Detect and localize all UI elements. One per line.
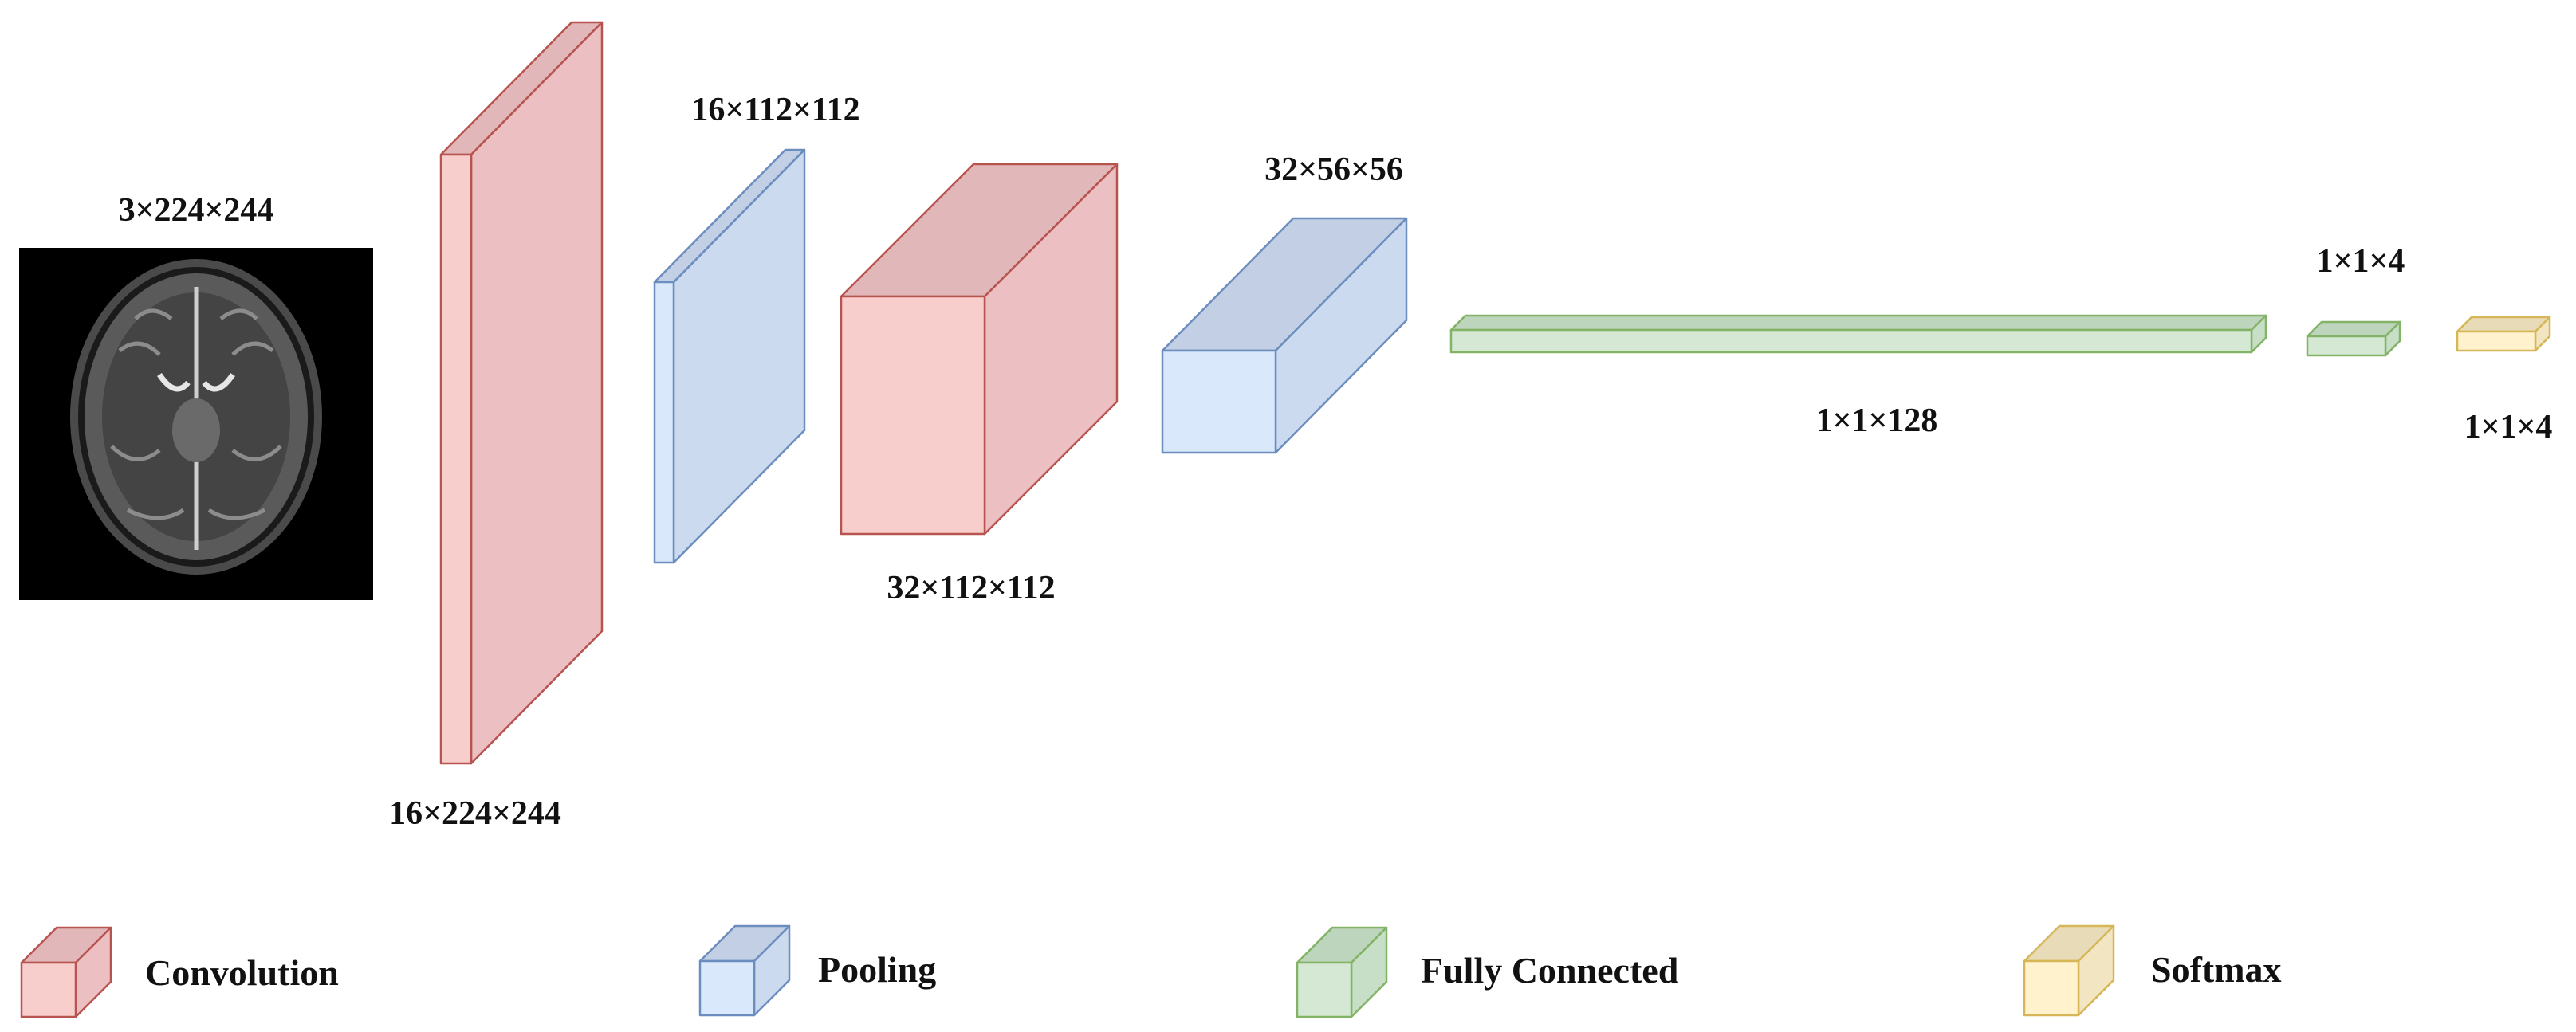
legend-pooling-swatch [698, 924, 791, 1017]
legend-pooling-label: Pooling [818, 949, 936, 990]
fc2-dims-label: 1×1×4 [2317, 243, 2405, 280]
conv2-block [840, 163, 1119, 536]
fc2-top-face [2306, 320, 2401, 338]
pool2-front-face [1161, 349, 1277, 454]
fc1-dims-label: 1×1×128 [1816, 402, 1938, 439]
legend-softmax-label: Softmax [2151, 949, 2282, 990]
input-mri-image [19, 248, 373, 600]
pool2-block [1161, 217, 1408, 454]
pool1-block [653, 148, 806, 564]
thalamus [172, 398, 220, 462]
legend-softmax-front-face [2023, 959, 2080, 1017]
legend-convolution-swatch [20, 926, 112, 1018]
legend-fully-connected-label: Fully Connected [1421, 950, 1679, 991]
conv2-dims-label: 32×112×112 [887, 570, 1055, 606]
softmax-top-face [2456, 316, 2551, 333]
conv1-side-face [470, 21, 604, 765]
pool1-dims-label: 16×112×112 [691, 92, 859, 128]
conv1-block [439, 21, 604, 765]
conv2-front-face [840, 295, 986, 536]
legend: Convolution Pooling Fully Connected Soft… [20, 924, 2282, 1018]
legend-softmax-swatch [2023, 924, 2115, 1017]
fc1-top-face [1449, 314, 2267, 332]
conv1-front-face [439, 153, 473, 765]
fc1-front-face [1449, 328, 2253, 354]
conv1-dims-label: 16×224×244 [389, 795, 561, 832]
legend-fully-connected-front-face [1296, 961, 1353, 1018]
fc1-block [1449, 314, 2267, 354]
legend-pooling-front-face [698, 959, 756, 1017]
pool1-front-face [653, 281, 675, 564]
legend-convolution-front-face [20, 961, 77, 1018]
softmax-block [2456, 316, 2551, 352]
legend-fully-connected-swatch [1296, 926, 1388, 1018]
softmax-front-face [2456, 330, 2537, 352]
gyri [110, 308, 282, 520]
input-dims-label: 3×224×244 [119, 192, 274, 229]
ventricles [157, 372, 235, 392]
fc2-block [2306, 320, 2401, 357]
softmax-dims-label: 1×1×4 [2464, 409, 2553, 445]
legend-convolution-label: Convolution [145, 952, 339, 993]
pool2-dims-label: 32×56×56 [1264, 151, 1403, 188]
fc2-front-face [2306, 335, 2387, 357]
